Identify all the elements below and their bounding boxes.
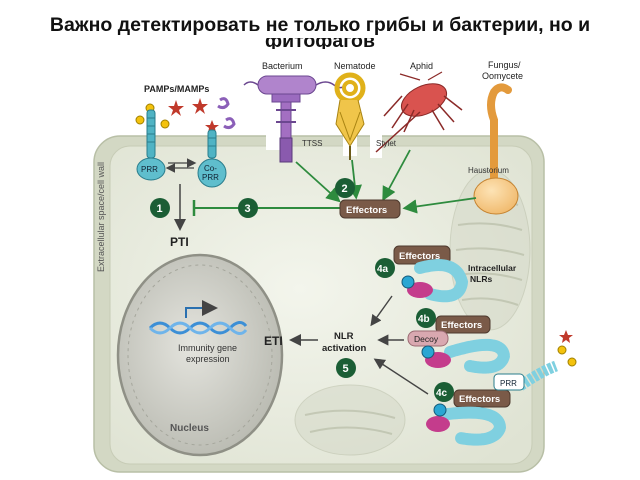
slide-title: Важно детектировать не только грибы и ба… — [49, 14, 591, 36]
step-4b-badge — [416, 308, 436, 328]
slide-title-line2-text: фитофагов — [265, 38, 375, 49]
pamp-molecules — [135, 97, 236, 133]
bacterium — [243, 75, 349, 163]
co-prr-receptor — [197, 129, 227, 188]
slide-title-line2: фитофагов — [0, 38, 640, 49]
step-4b-number: 4b — [418, 314, 430, 325]
step-1-badge — [150, 198, 170, 218]
stylet-label: Stylet — [376, 139, 397, 148]
nematode-label: Nematode — [334, 61, 376, 71]
step-5-badge — [336, 358, 356, 378]
step-4c-badge — [434, 382, 454, 402]
step-2-number: 2 — [342, 183, 348, 195]
effectors-box-4b — [435, 315, 491, 334]
effectors-label-4c: Effectors — [459, 394, 500, 405]
co-prr-label-line2: PRR — [202, 173, 219, 182]
dna-helix — [148, 300, 248, 335]
nlr-4b — [421, 338, 511, 374]
intracellular-nlrs-line1: Intracellular — [468, 263, 517, 273]
nematode — [334, 72, 366, 160]
effectors-label-4a: Effectors — [399, 251, 440, 262]
nlr-4a — [401, 259, 469, 303]
pti-label: PTI — [170, 235, 189, 249]
bacterium-label: Bacterium — [262, 61, 303, 71]
intracellular-nlrs-line2: NLRs — [470, 274, 492, 284]
step-2-badge — [335, 178, 355, 198]
immunity-gene-line2: expression — [186, 354, 230, 364]
eti-label: ETI — [264, 334, 283, 348]
nlr-activation-line2: activation — [322, 343, 367, 354]
effectors-box-4c — [453, 389, 511, 408]
fungus-label-line2: Oomycete — [482, 71, 523, 81]
step-1-number: 1 — [157, 203, 163, 215]
co-prr-label-line1: Co- — [204, 164, 217, 173]
effectors-label-4b: Effectors — [441, 320, 482, 331]
effectors-box-main — [339, 199, 401, 219]
prr-label: PRR — [141, 165, 158, 174]
step-5-number: 5 — [343, 363, 349, 375]
aphid-label: Aphid — [410, 61, 433, 71]
pamps-label: PAMPs/MAMPs — [144, 84, 209, 94]
decoy-label: Decoy — [414, 334, 439, 344]
nucleus — [116, 253, 284, 457]
immunity-gene-line1: Immunity gene — [178, 343, 237, 353]
step-3-badge — [238, 198, 258, 218]
prr-receptor-right — [493, 330, 577, 391]
step-3-number: 3 — [245, 203, 251, 215]
fungus-label-line1: Fungus/ — [488, 60, 521, 70]
step-4a-badge — [375, 258, 395, 278]
haustorium-label: Haustorium — [468, 166, 509, 175]
prr-receptor — [136, 109, 166, 181]
step-4a-number: 4a — [377, 264, 389, 275]
aphid — [375, 71, 463, 153]
nlr-4c — [426, 403, 507, 446]
nucleus-label: Nucleus — [170, 423, 209, 434]
nlr-activation-line1: NLR — [334, 331, 354, 342]
haustorium — [473, 177, 519, 215]
prr-right-label: PRR — [500, 379, 517, 388]
step-4c-number: 4c — [436, 388, 448, 399]
cell-wall-label: Extracellular space/cell wall — [96, 162, 106, 272]
ttss-label: TTSS — [302, 139, 322, 148]
fungus-hypha — [473, 83, 519, 215]
effectors-label-main: Effectors — [346, 205, 387, 216]
